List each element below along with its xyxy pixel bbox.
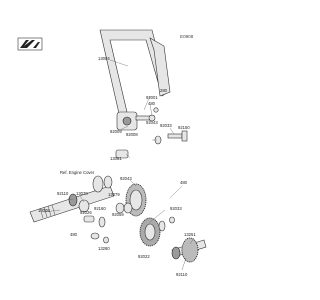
label-480-top: 480 — [148, 101, 156, 106]
label-92026: 92026 — [80, 210, 92, 215]
label-92001: 92001 — [146, 95, 158, 100]
label-92043b: 92043 — [120, 176, 132, 181]
leader-lines — [43, 59, 195, 271]
label-92150: 92150 — [178, 125, 190, 130]
label-13081: 13081 — [110, 156, 122, 161]
lower-shaft-92021 — [171, 237, 207, 263]
label-92033b: 92033 — [170, 206, 182, 211]
label-480-mid: 480 — [180, 180, 188, 185]
kick-shaft-assembly — [29, 175, 115, 244]
label-ref-engine-cover: Ref. Engine Cover — [60, 170, 95, 175]
label-13251: 13251 — [184, 232, 196, 237]
label-13004: 13004 — [98, 56, 110, 61]
label-13070: 13070 — [76, 191, 88, 196]
label-92110b: 92110 — [176, 272, 188, 277]
idle-gear-13251 — [139, 216, 175, 247]
label-13008: 13008 — [38, 208, 50, 213]
kick-gear-13079 — [115, 183, 147, 217]
label-92110: 92110 — [57, 191, 69, 196]
kawasaki-logo-icon — [17, 37, 43, 51]
label-92160: 92160 — [94, 206, 106, 211]
label-13079: 13079 — [108, 192, 120, 197]
kick-boss — [116, 107, 159, 131]
label-92043: 92043 — [146, 120, 158, 125]
label-92059: 92059 — [112, 212, 124, 217]
label-280: 280 — [160, 88, 168, 93]
parts-diagram: E0908 — [17, 29, 207, 277]
label-92033: 92033 — [160, 123, 172, 128]
label-480-low: 480 — [70, 232, 78, 237]
kick-pedal-lever — [99, 29, 171, 119]
label-92022: 92022 — [138, 254, 150, 259]
label-92008: 92008 — [126, 132, 138, 137]
bolt-92150 — [167, 130, 188, 142]
diagram-code: E0908 — [180, 34, 194, 39]
stopper-13081 — [115, 149, 129, 159]
label-13280: 13280 — [98, 246, 110, 251]
label-92009: 92009 — [110, 129, 122, 134]
exploded-view: E0908 — [17, 29, 207, 277]
